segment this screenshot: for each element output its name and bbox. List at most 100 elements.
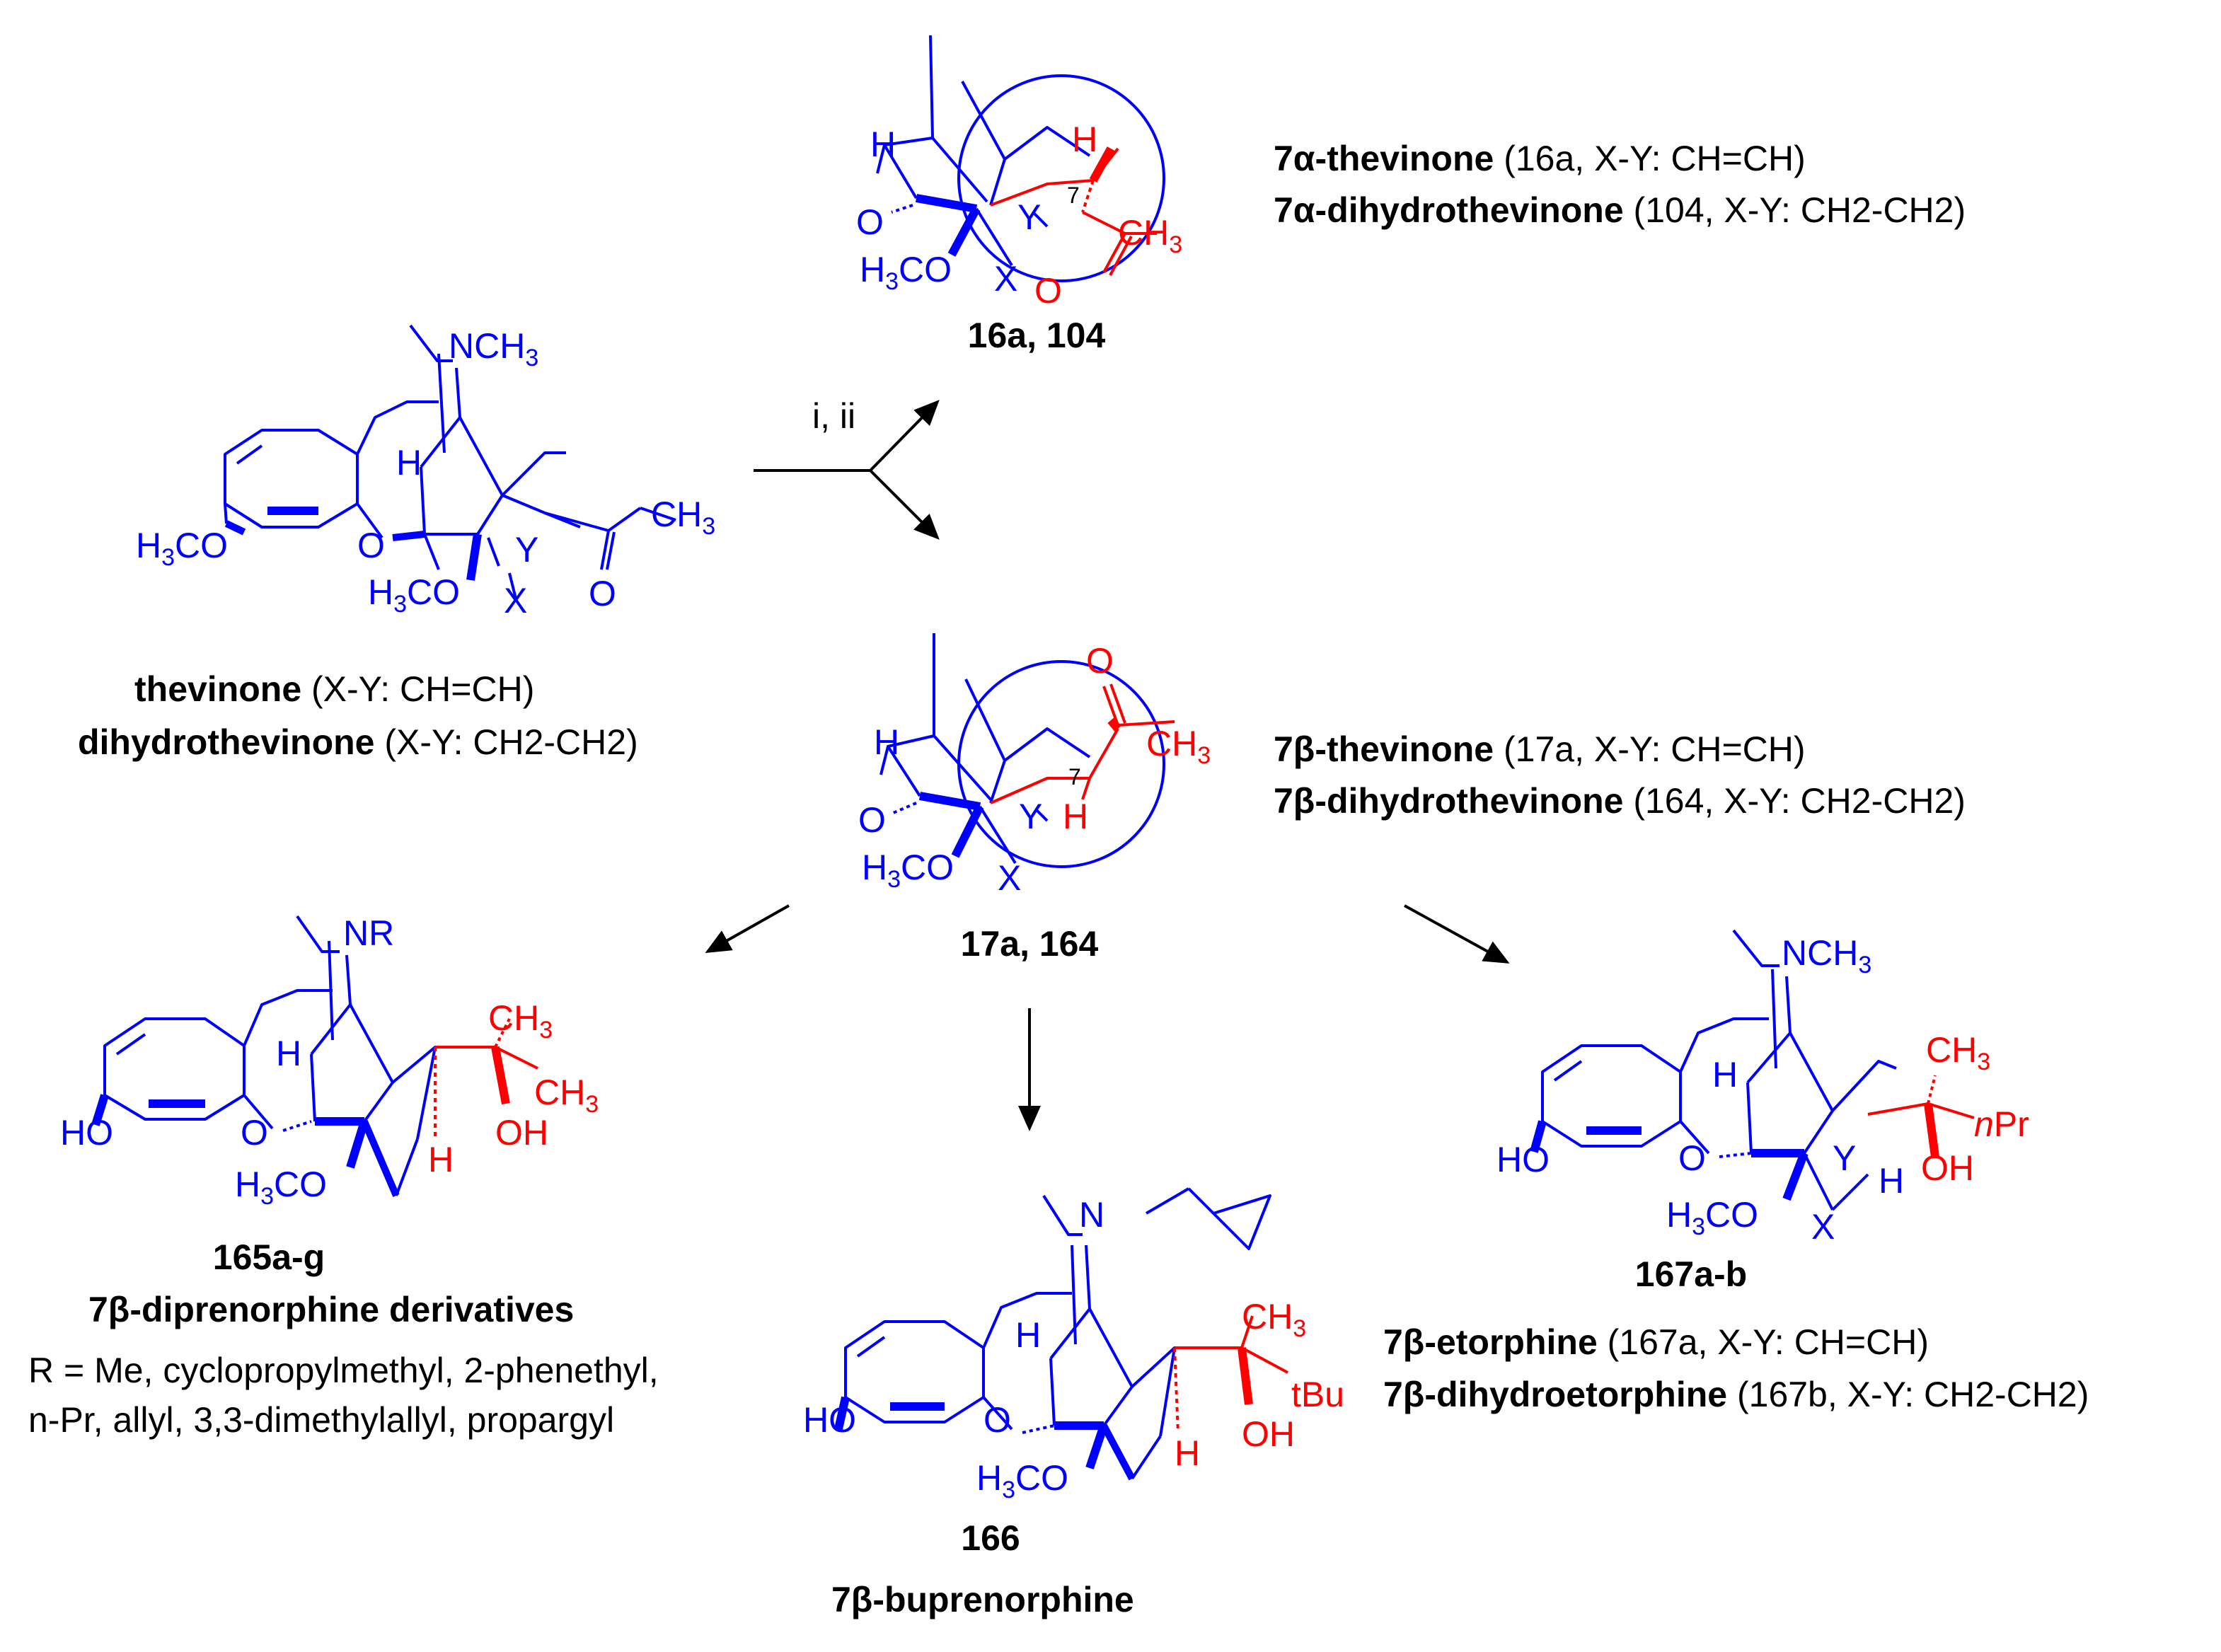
atom-tbu-166: tBu [1291, 1375, 1345, 1414]
structure-165 [91, 915, 538, 1197]
caption-17a-detail1: (17a, X-Y: CH=CH) [1494, 729, 1806, 769]
atom-ch3-167: CH3 [1926, 1030, 1991, 1075]
atom-npr-167: nPr [1974, 1104, 2029, 1144]
caption-17a-line2: 7β-dihydrothevinone (164, X-Y: CH2-CH2) [1274, 780, 1966, 822]
atom-ch3-b-165: CH3 [534, 1073, 599, 1118]
atom-h-166: H [1015, 1315, 1042, 1355]
atom-x-17a: X [998, 858, 1022, 898]
atom-h-red-166: H [1175, 1433, 1201, 1473]
structure-167 [1530, 929, 1975, 1211]
atom-x-167: X [1811, 1207, 1835, 1247]
arrow-to-165 [705, 904, 790, 953]
atom-h-red-165: H [428, 1140, 454, 1179]
caption-17a-line1: 7β-thevinone (17a, X-Y: CH=CH) [1274, 729, 1806, 770]
atom-y-17a: Y [1019, 797, 1043, 836]
atom-h-17a: H [874, 722, 900, 762]
caption-16a-name1: 7α-thevinone [1274, 139, 1494, 178]
atom-nch3: NCH3 [449, 326, 539, 371]
arrow-to-16a [869, 400, 940, 472]
compound-name-165: 7β-diprenorphine derivatives [88, 1290, 575, 1329]
reagents-label: i, ii [812, 396, 855, 436]
atom-ho-167: HO [1496, 1140, 1550, 1179]
caption-17a-name1: 7β-thevinone [1274, 729, 1494, 769]
atom-y-16a: Y [1017, 197, 1042, 237]
compound-name-166: 7β-buprenorphine [831, 1580, 1134, 1619]
caption-start-detail2: (X-Y: CH2-CH2) [374, 722, 638, 762]
atom-h2-167: H [1879, 1161, 1905, 1201]
atom-h3co-2: H3CO [368, 572, 461, 618]
atom-y: Y [515, 530, 539, 570]
atom-ch3-166: CH3 [1242, 1297, 1307, 1342]
caption-start-line2: dihydrothevinone (X-Y: CH2-CH2) [78, 722, 638, 763]
atom-o: O [357, 526, 385, 565]
caption-17a-detail2: (164, X-Y: CH2-CH2) [1623, 781, 1966, 821]
atom-o-17a: O [858, 800, 886, 840]
atom-o-167: O [1678, 1138, 1706, 1178]
atom-oh-167: OH [1921, 1148, 1974, 1188]
caption-16a-line1: 7α-thevinone (16a, X-Y: CH=CH) [1274, 138, 1806, 180]
atom-ch3-a-165: CH3 [488, 998, 553, 1044]
atom-y-167: Y [1833, 1138, 1857, 1178]
compound-id-167: 167a-b [1634, 1254, 1748, 1294]
r-group-line2: n-Pr, allyl, 3,3-dimethylallyl, propargy… [28, 1400, 615, 1440]
compound-id-166: 166 [961, 1518, 1020, 1558]
atom-oh-166: OH [1242, 1414, 1295, 1454]
atom-nr-165: NR [343, 913, 395, 953]
atom-h-16a: H [870, 125, 896, 164]
compound-id-165: 165a-g [212, 1237, 325, 1277]
atom-o-red-16a: O [1034, 271, 1062, 311]
atom-7-17a: 7 [1068, 764, 1081, 790]
atom-h3co-16a: H3CO [860, 250, 952, 295]
atom-7-16a: 7 [1067, 183, 1080, 208]
atom-nch3-167: NCH3 [1782, 933, 1872, 978]
caption-167-name1: 7β-etorphine [1383, 1322, 1598, 1362]
atom-ho-166: HO [803, 1400, 856, 1440]
caption-167-name2: 7β-dihydroetorphine [1383, 1375, 1728, 1414]
caption-17a-name2: 7β-dihydrothevinone [1274, 781, 1624, 821]
atom-x: X [504, 581, 528, 620]
atom-h-red-16a: H [1072, 120, 1098, 159]
compound-id-16a: 16a, 104 [967, 316, 1106, 355]
caption-16a-line2: 7α-dihydrothevinone (104, X-Y: CH2-CH2) [1274, 190, 1966, 231]
atom-h: H [396, 443, 422, 483]
caption-start-line1: thevinone (X-Y: CH=CH) [134, 669, 534, 710]
caption-16a-detail2: (104, X-Y: CH2-CH2) [1623, 190, 1966, 230]
caption-167-detail1: (167a, X-Y: CH=CH) [1597, 1322, 1929, 1362]
structure-16a [876, 35, 1165, 282]
caption-167-line2: 7β-dihydroetorphine (167b, X-Y: CH2-CH2) [1383, 1374, 2089, 1416]
arrow-to-167 [1404, 904, 1510, 964]
atom-o-red-17a: O [1086, 641, 1114, 681]
atom-o-16a: O [856, 202, 884, 242]
caption-167-detail2: (167b, X-Y: CH2-CH2) [1727, 1375, 2089, 1414]
caption-16a-name2: 7α-dihydrothevinone [1274, 190, 1624, 230]
atom-ho-165: HO [60, 1113, 113, 1153]
compound-id-17a: 17a, 164 [960, 924, 1099, 964]
atom-h-165: H [276, 1034, 302, 1073]
atom-ch3-17a: CH3 [1146, 724, 1211, 769]
atom-h-red-17a: H [1063, 797, 1089, 836]
atom-h3co-165: H3CO [235, 1165, 328, 1210]
atom-oh-165: OH [495, 1113, 548, 1153]
atom-ch3: CH3 [651, 495, 716, 540]
atom-x-16a: X [994, 259, 1018, 299]
arrow-to-17a [869, 469, 940, 540]
reaction-arrows [705, 400, 1510, 1131]
caption-start-name1: thevinone [134, 669, 302, 709]
structure-166 [834, 1187, 1288, 1481]
structure-thevinone [224, 324, 676, 602]
atom-h-167: H [1712, 1055, 1738, 1094]
atom-n-166: N [1079, 1195, 1105, 1235]
atom-h3co: H3CO [136, 526, 229, 571]
caption-16a-detail1: (16a, X-Y: CH=CH) [1494, 139, 1806, 178]
caption-167-line1: 7β-etorphine (167a, X-Y: CH=CH) [1383, 1322, 1929, 1363]
structure-17a [879, 633, 1175, 868]
atom-h3co-167: H3CO [1666, 1195, 1759, 1240]
caption-start-detail1: (X-Y: CH=CH) [301, 669, 535, 709]
atom-ch3-16a: CH3 [1118, 213, 1183, 258]
atom-h3co-17a: H3CO [862, 848, 954, 893]
r-group-line1: R = Me, cyclopropylmethyl, 2-phenethyl, [28, 1351, 659, 1390]
atom-h3co-166: H3CO [976, 1458, 1069, 1503]
atom-o-carbonyl: O [589, 574, 616, 613]
atom-o-165: O [241, 1113, 268, 1153]
